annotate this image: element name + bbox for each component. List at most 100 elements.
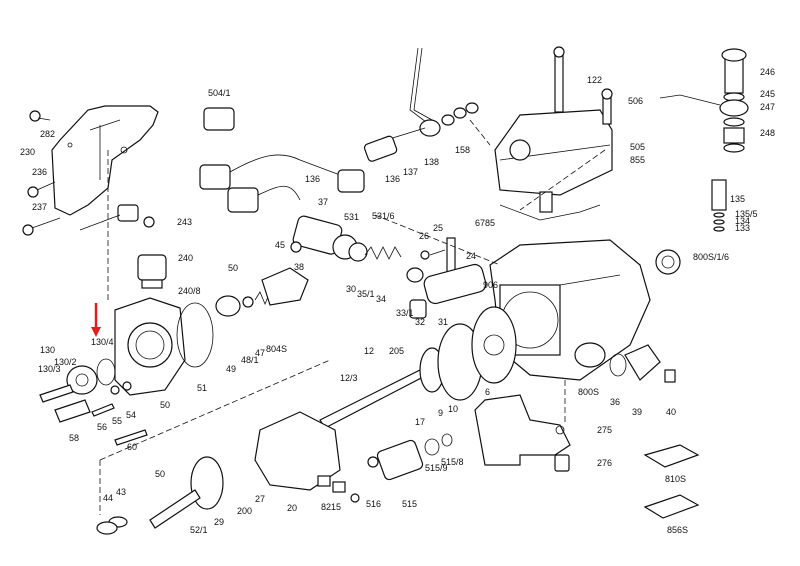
part-label-12-3: 12/3 [340,373,358,383]
part-label-34: 34 [376,294,386,304]
part-label-245: 245 [760,89,775,99]
part-label-136: 136 [385,174,400,184]
part-label-17: 17 [415,417,425,427]
part-label-38: 38 [294,262,304,272]
banjo-fitting [659,48,749,153]
part-label-506: 506 [628,96,643,106]
part-label-56: 56 [97,422,107,432]
pressure-valve-130 [39,358,116,423]
misc-fasteners [91,381,148,446]
roller-ring-assembly [96,411,360,535]
part-label-205: 205 [389,346,404,356]
wiring-harness [199,154,365,213]
bolt-236 [27,181,56,198]
seal-800s-1-6 [655,249,681,275]
part-label-246: 246 [760,67,775,77]
part-label-515: 515 [402,499,417,509]
part-label-40: 40 [666,407,676,417]
part-label-122: 122 [587,75,602,85]
part-label-26: 26 [419,231,429,241]
part-label-240: 240 [178,253,193,263]
part-label-243: 243 [177,217,192,227]
part-label-35-1: 35/1 [357,289,375,299]
valve-135 [711,179,727,232]
part-label-48-1: 48/1 [241,355,259,365]
part-label-130-3: 130/3 [38,364,61,374]
part-label-282: 282 [40,129,55,139]
part-label-24: 24 [466,251,476,261]
part-label-50: 50 [160,400,170,410]
part-label-50: 50 [228,263,238,273]
feed-pump-body [114,297,214,396]
part-label-37: 37 [318,197,328,207]
bolt-237 [22,217,61,236]
screw-122 [553,46,565,113]
bracket-275 [474,394,571,472]
part-label-58: 58 [69,433,79,443]
part-label-44: 44 [103,493,113,503]
part-label-10: 10 [448,404,458,414]
part-label-25: 25 [433,223,443,233]
part-label-275: 275 [597,425,612,435]
down-arrow-icon [91,303,101,337]
kit-856s [643,494,700,519]
part-label-136: 136 [305,174,320,184]
part-label-50: 50 [155,469,165,479]
part-label-800S-1-6: 800S/1/6 [693,252,729,262]
part-label-158: 158 [455,145,470,155]
part-label-237: 237 [32,202,47,212]
fuel-return-fitting [363,47,479,162]
part-label-45: 45 [275,240,285,250]
part-label-8215: 8215 [321,502,341,512]
part-label-505: 505 [630,142,645,152]
bracket-plate [51,105,159,216]
part-label-133: 133 [735,223,750,233]
part-label-32: 32 [415,317,425,327]
stop-solenoid [292,215,402,262]
part-label-248: 248 [760,128,775,138]
part-label-800S: 800S [578,387,599,397]
part-label-6785: 6785 [475,218,495,228]
cam-roller-group [215,241,309,317]
part-label-515-8: 515/8 [441,457,464,467]
part-label-906: 906 [483,280,498,290]
part-label-810S: 810S [665,474,686,484]
part-label-247: 247 [760,102,775,112]
part-label-54: 54 [126,410,136,420]
part-label-515-9: 515/9 [425,463,448,473]
part-label-236: 236 [32,167,47,177]
part-label-39: 39 [632,407,642,417]
assembly-lines [99,119,606,515]
part-label-43: 43 [116,487,126,497]
part-label-130-4: 130/4 [91,337,114,347]
governor-cover [494,109,613,221]
part-label-51: 51 [197,383,207,393]
part-label-60: 60 [127,442,137,452]
part-label-504-1: 504/1 [208,88,231,98]
part-label-137: 137 [403,167,418,177]
part-label-516: 516 [366,499,381,509]
part-label-33-1: 33/1 [396,308,414,318]
part-label-29: 29 [214,517,224,527]
part-label-55: 55 [112,416,122,426]
pin-24 [420,237,456,274]
screw-506 [601,88,613,125]
part-label-36: 36 [610,397,620,407]
part-label-135-5: 135/5 [735,209,758,219]
part-label-135: 135 [730,194,745,204]
timer-piston [406,263,487,319]
part-label-130: 130 [40,345,55,355]
part-label-134: 134 [735,216,750,226]
bolt-282 [29,110,51,122]
part-label-49: 49 [226,364,236,374]
kit-810s [643,444,700,468]
part-label-12: 12 [364,346,374,356]
part-label-856S: 856S [667,525,688,535]
part-label-531-6: 531/6 [372,211,395,221]
part-label-47: 47 [255,348,265,358]
connector-504-1 [203,107,235,131]
part-label-531: 531 [344,212,359,222]
